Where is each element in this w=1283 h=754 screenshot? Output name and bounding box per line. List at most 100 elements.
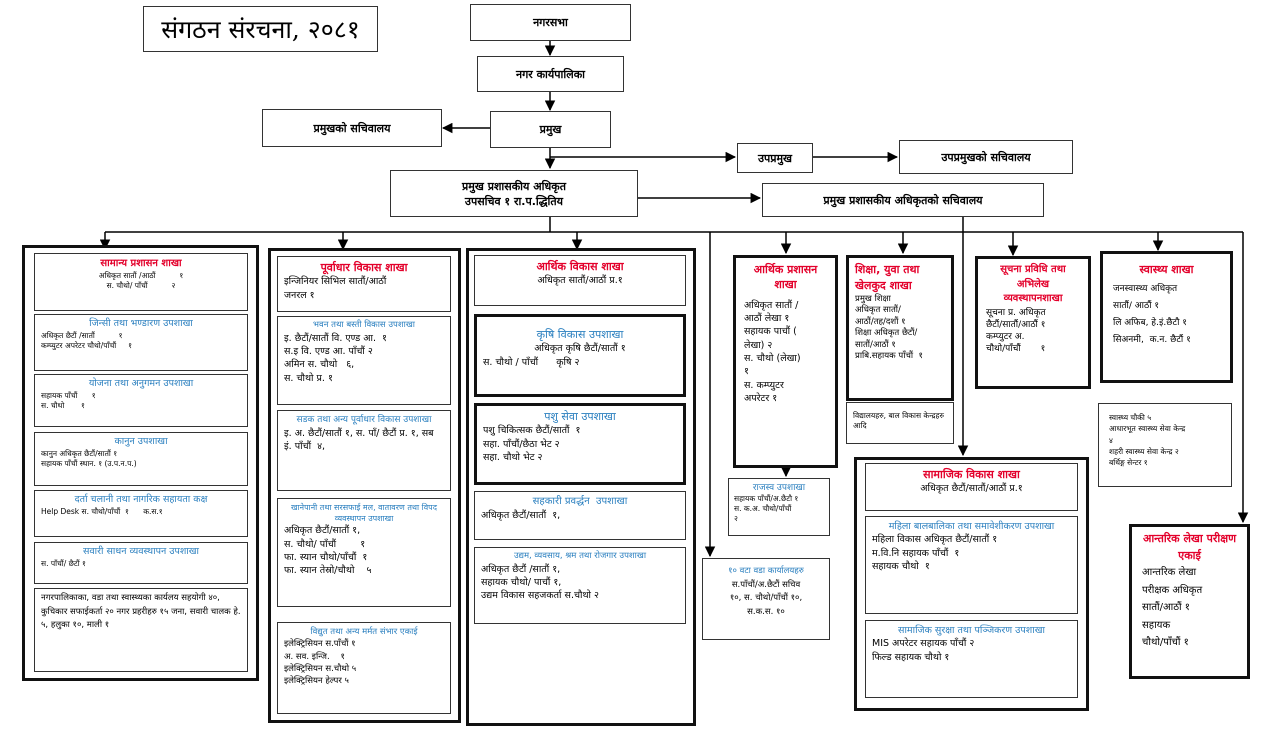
water-title: खानेपानी तथा सरसफाई मल, वातावरण तथा विपद… [291, 503, 440, 524]
it-branch: सूचना प्रविधि तथा अभिलेख व्यवस्थापनशाखा … [975, 256, 1091, 389]
internal-audit-title: आन्तरिक लेखा परीक्षण एकाई [1142, 532, 1240, 562]
finance-admin-line: अधिकृत सातौं / [744, 299, 799, 311]
water-line: फा. स्यान तेस्रो/चौथो ५ [284, 565, 372, 577]
building-line: अमिन स. चौथो ६, [284, 359, 355, 371]
pramukh-secretariat-box: प्रमुखको सचिवालय [262, 109, 442, 147]
vehicle-line: स. पाँचौं/ छैटौं १ [41, 558, 86, 568]
education-line: प्राबि.सहायक पाँचौं १ [855, 351, 923, 362]
general-admin-title: सामान्य प्रशासन शाखा [100, 258, 182, 269]
building-line: स.इ वि. एण्ड आ. पाँचौं २ [284, 346, 373, 358]
law-line: कानुन अधिकृत छैटौं/सातौं १ [41, 448, 118, 458]
women-children-line: सहायक चौथो १ [872, 560, 930, 572]
building-line: इ. छैटौं/सातौं वि. एण्ड आ. १ [284, 332, 387, 344]
revenue-line: स. क.अ. चौथो/पाँचौं [734, 504, 792, 514]
deputy-mayor-box: उपप्रमुख [737, 143, 813, 173]
general-admin-branch: सामान्य प्रशासन शाखा अधिकृत सातौं /आठौं … [34, 253, 248, 311]
planning-title: योजना तथा अनुगमन उपशाखा [88, 378, 194, 389]
road-line: इ. अ. छैटौं/सातौं १, स. पाँ/ छैटौं प्र. … [284, 427, 437, 452]
finance-admin-title: आर्थिक प्रशासन शाखा [753, 263, 822, 292]
road-title: सडक तथा अन्य पूर्वाधार विकास उपशाखा [296, 415, 432, 425]
livestock-line: सहा. पाँचौं/छैठा भेट २ [483, 438, 560, 450]
finance-admin-line: स. कम्प्युटर [744, 379, 784, 391]
social-line: अधिकृत छैटौं/सातौं/आठौं प्र.१ [920, 483, 1023, 495]
education-line: अधिकृत सातौं/ [855, 305, 901, 316]
revenue-line: सहायक पाँचौं/अ.छैटौ १ [734, 494, 799, 504]
enterprise-subbranch: उद्यम, व्यवसाय, श्रम तथा रोजगार उपशाखा अ… [474, 547, 686, 624]
health-posts-line: ४ [1109, 435, 1113, 445]
inventory-subbranch: जिन्सी तथा भण्डारण उपशाखा अधिकृत छैटौं /… [34, 314, 248, 371]
agriculture-line: अधिकृत कृषि छैटौं/सातौं १ [534, 343, 626, 355]
it-line: कम्प्युटर अ. [986, 331, 1025, 342]
education-branch: शिक्षा, युवा तथा खेलकुद शाखा प्रमुख शिक्… [846, 255, 954, 401]
health-line: लि अफिब, हे.इं.छैटौ १ [1113, 318, 1187, 329]
education-line: शिक्षा अधिकृत छैटौं/ [855, 328, 918, 339]
electric-unit: विद्युत तथा अन्य मर्मत संभार एकाई इलेक्ट… [277, 622, 451, 714]
ward-offices-box: १० वटा वडा कार्यालयहरु स.पाँचौं/अ.छैटौं … [702, 558, 830, 640]
health-posts-box: स्वास्थ्य चौकी ५ आधारभूत स्वास्थ्य सेवा … [1098, 403, 1232, 487]
planning-line: स. चौथो १ [41, 400, 85, 410]
nagarsabha-box: नगरसभा [470, 4, 631, 41]
internal-audit-line: आन्तरिक लेखा [1142, 567, 1197, 578]
water-line: फा. स्यान चौथो/पाँचौं १ [284, 551, 368, 563]
electric-line: अ. सव. इन्जि. १ [284, 651, 345, 662]
it-line: छैटौं/सातौं/आठौं १ [986, 319, 1046, 330]
women-children-line: महिला विकास अधिकृत छैटौं/सातौं १ [872, 534, 998, 546]
health-posts-line: बर्थिङ्ग सेन्टर १ [1109, 458, 1148, 467]
law-subbranch: कानुन उपशाखा कानुन अधिकृत छैटौं/सातौं १ … [34, 432, 248, 486]
enterprise-line: उद्यम विकास सहजकर्ता स.चौथो २ [481, 590, 599, 602]
revenue-title: राजस्व उपशाखा [752, 483, 806, 493]
water-subbranch: खानेपानी तथा सरसफाई मल, वातावरण तथा विपद… [277, 498, 451, 607]
support-staff-text: नगरपालिकाका, वडा तथा स्वास्थ्यका कार्यलय… [41, 593, 244, 631]
inventory-title: जिन्सी तथा भण्डारण उपशाखा [89, 318, 193, 329]
ward-offices-line: स.पाँचौं/अ.छैटौं सचिव [731, 579, 801, 590]
law-line: सहायक पाँचौं स्थान. १ (उ.प.न.प.) [41, 458, 137, 468]
electric-line: इलेक्ट्रिसियन स.चौथो ५ [284, 663, 357, 674]
infrastructure-line: इन्जिनियर सिभिल सातौं/आठौं [284, 276, 387, 288]
social-security-line: MIS अपरेटर सहायक पाँचौं २ [872, 638, 975, 650]
building-title: भवन तथा बस्ती विकास उपशाखा [313, 320, 415, 330]
finance-admin-line: अपरेटर १ [744, 392, 778, 404]
water-line: स. चौथो/ पाँचौं १ [284, 538, 366, 550]
livestock-line: सहा. चौथो भेट २ [483, 451, 543, 463]
law-title: कानुन उपशाखा [114, 436, 168, 447]
general-admin-line: अधिकृत सातौं /आठौं १ [98, 270, 184, 280]
registration-title: दर्ता चलानी तथा नागरिक सहायता कक्ष [74, 494, 208, 505]
it-title: सूचना प्रविधि तथा अभिलेख व्यवस्थापनशाखा [1000, 264, 1070, 304]
economic-line: अधिकृत सातौं/आठौं प्र.१ [537, 275, 623, 287]
women-children-line: म.वि.नि सहायक पाँचौं १ [872, 547, 960, 559]
building-subbranch: भवन तथा बस्ती विकास उपशाखा इ. छैटौं/सातौ… [277, 316, 451, 405]
livestock-title: पशु सेवा उपशाखा [544, 410, 616, 423]
internal-audit-line: सहायक [1142, 619, 1171, 631]
health-line: सिअनमी, क.न. छैटौं १ [1113, 335, 1191, 346]
women-children-title: महिला बालबालिका तथा समावेशीकरण उपशाखा [888, 521, 1055, 532]
planning-subbranch: योजना तथा अनुगमन उपशाखा सहायक पाँचौं १ स… [34, 374, 248, 427]
vehicle-subbranch: सवारी साधन व्यवस्थापन उपशाखा स. पाँचौं/ … [34, 542, 248, 584]
education-line: प्रमुख शिक्षा [855, 293, 891, 304]
infrastructure-title: पूर्वाधार विकास शाखा [320, 261, 408, 274]
electric-line: इलेक्ट्रिसियन हेल्पर ५ [284, 676, 349, 687]
health-posts-line: आधारभूत स्वास्थ्य सेवा केन्द्र [1109, 424, 1186, 434]
enterprise-title: उद्यम, व्यवसाय, श्रम तथा रोजगार उपशाखा [513, 551, 647, 561]
cooperative-line: अधिकृत छैटौं/सातौं १, [481, 510, 561, 521]
social-security-title: सामाजिक सुरक्षा तथा पञ्जिकरण उपशाखा [898, 625, 1045, 636]
chart-title: संगठन संरचना, २०८१ [143, 6, 378, 52]
building-line: स. चौथो प्र. १ [284, 372, 333, 384]
finance-admin-line: स. चौथो (लेखा) [744, 352, 801, 364]
education-line: आठौं/तह/दशौं १ [855, 316, 906, 327]
cao-line-1: प्रमुख प्रशासकीय अधिकृत [462, 179, 566, 193]
karyapalika-box: नगर कार्यपालिका [477, 56, 624, 92]
planning-line: सहायक पाँचौं १ [41, 390, 96, 400]
inventory-line: अधिकृत छैटौं /सातौं १ [41, 330, 123, 340]
health-line: सातौं/ आठौं १ [1113, 300, 1160, 311]
cao-secretariat-box: प्रमुख प्रशासकीय अधिकृतको सचिवालय [762, 183, 1044, 217]
social-security-line: फिल्ड सहायक चौथो १ [872, 651, 950, 663]
road-subbranch: सडक तथा अन्य पूर्वाधार विकास उपशाखा इ. अ… [277, 410, 451, 491]
it-line: सूचना प्र. अधिकृत [986, 307, 1046, 318]
health-posts-line: शहरी स्वास्थ्य सेवा केन्द्र २ [1109, 446, 1179, 456]
health-posts-line: स्वास्थ्य चौकी ५ [1109, 413, 1152, 422]
registration-desk: दर्ता चलानी तथा नागरिक सहायता कक्ष Help … [34, 490, 248, 537]
inventory-line: कम्प्युटर अपरेटर चौथो/पाँचौं १ [41, 340, 132, 350]
livestock-subbranch: पशु सेवा उपशाखा पशु चिकित्सक छैटौं/सातौं… [474, 403, 686, 485]
cooperative-subbranch: सहकारी प्रवर्द्धन उपशाखा अधिकृत छैटौं/सा… [474, 491, 686, 540]
